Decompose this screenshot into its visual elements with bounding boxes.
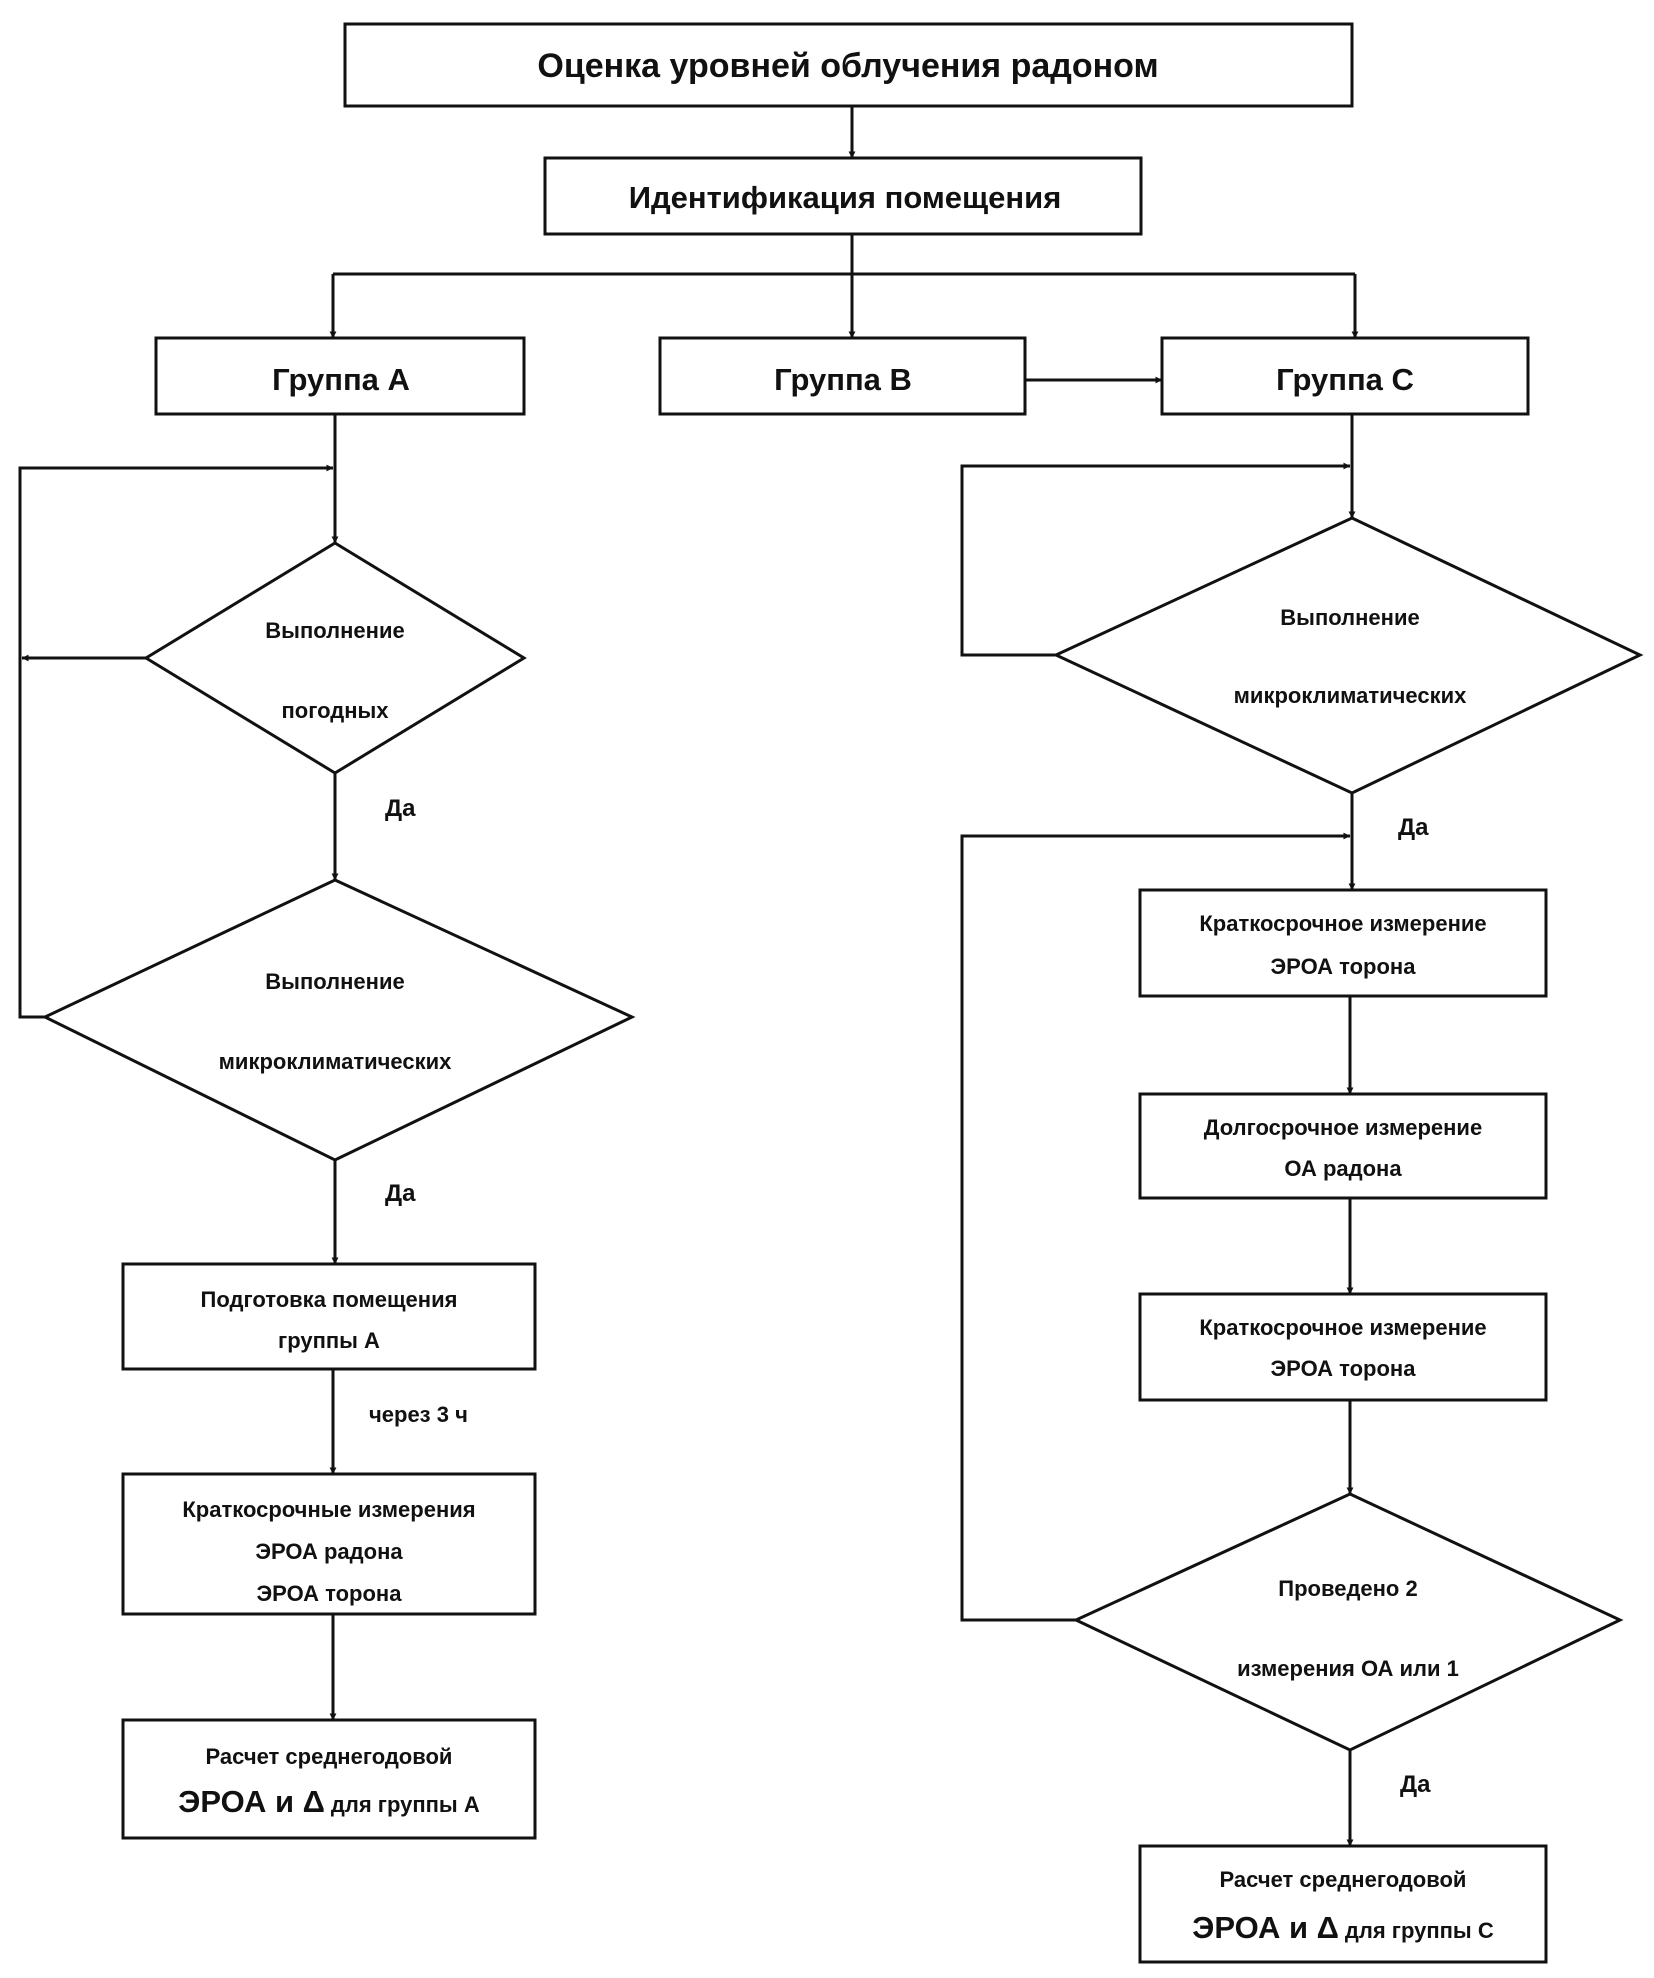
prepare-a-line2: группы А	[278, 1328, 380, 1353]
identification-text: Идентификация помещения	[629, 180, 1062, 215]
calc-a-line1: Расчет среднегодовой	[206, 1744, 453, 1769]
label-c-yes-1: Да	[1398, 814, 1429, 841]
label-c-yes-2: Да	[1400, 1771, 1431, 1798]
short-measure-a-line3: ЭРОА торона	[257, 1581, 403, 1606]
decision-c-microclimate-line1: Выполнение	[1280, 605, 1419, 630]
short-measure-a-line2: ЭРОА радона	[255, 1539, 403, 1564]
identification-box	[543, 156, 1143, 236]
calc-c-big: ЭРОА и Δ	[1192, 1910, 1339, 1945]
calc-c-small: для группы С	[1345, 1918, 1494, 1943]
prepare-a-box	[121, 1262, 537, 1371]
decision-c-count-line1: Проведено 2	[1278, 1576, 1417, 1601]
group-b-box	[658, 336, 1027, 416]
long-radon-box	[1138, 1092, 1548, 1200]
group-c-text: Группа С	[1276, 362, 1414, 397]
loop-a-outer	[18, 464, 334, 1019]
decision-a-microclimate-line2: микроклиматических	[219, 1049, 452, 1074]
loop-c-count	[960, 832, 1351, 1622]
short-thoron-1-box	[1138, 888, 1548, 998]
short-thoron-1-line1: Краткосрочное измерение	[1199, 911, 1486, 936]
decision-c-count	[1072, 1492, 1624, 1752]
decision-a-weather-line1: Выполнение	[265, 618, 404, 643]
decision-a-microclimate-line1: Выполнение	[265, 969, 404, 994]
long-radon-line2: ОА радона	[1284, 1156, 1402, 1181]
short-thoron-1-line2: ЭРОА торона	[1271, 954, 1417, 979]
decision-c-microclimate	[1052, 516, 1644, 795]
calc-c-line1: Расчет среднегодовой	[1220, 1867, 1467, 1892]
decision-a-weather-line2: погодных	[281, 698, 389, 723]
group-a-text: Группа А	[272, 362, 410, 397]
decision-c-microclimate-line2: микроклиматических	[1234, 683, 1467, 708]
calc-a-big: ЭРОА и Δ	[178, 1784, 325, 1819]
title-text: Оценка уровней облучения радоном	[537, 47, 1158, 85]
short-thoron-2-box	[1138, 1292, 1548, 1402]
group-c-box	[1160, 336, 1530, 416]
short-thoron-2-line1: Краткосрочное измерение	[1199, 1315, 1486, 1340]
short-measure-a-box	[121, 1472, 537, 1616]
short-measure-a-line1: Краткосрочные измерения	[182, 1497, 475, 1522]
label-a-yes-2: Да	[385, 1180, 416, 1207]
short-thoron-2-line2: ЭРОА торона	[1271, 1356, 1417, 1381]
long-radon-line1: Долгосрочное измерение	[1204, 1115, 1482, 1140]
decision-a-microclimate	[41, 878, 636, 1162]
calc-c-box	[1138, 1844, 1548, 1964]
title-box	[343, 22, 1354, 108]
decision-a-weather	[143, 541, 527, 775]
prepare-a-line1: Подготовка помещения	[201, 1287, 458, 1312]
decision-c-count-line2: измерения ОА или 1	[1237, 1656, 1459, 1681]
label-a-yes-1: Да	[385, 795, 416, 822]
label-a-delay: через 3 ч	[369, 1402, 468, 1427]
group-a-box	[154, 336, 526, 416]
calc-a-small: для группы А	[331, 1792, 480, 1817]
calc-a-box	[121, 1718, 537, 1840]
group-b-text: Группа В	[774, 362, 912, 397]
loop-c-microclimate	[960, 462, 1351, 657]
